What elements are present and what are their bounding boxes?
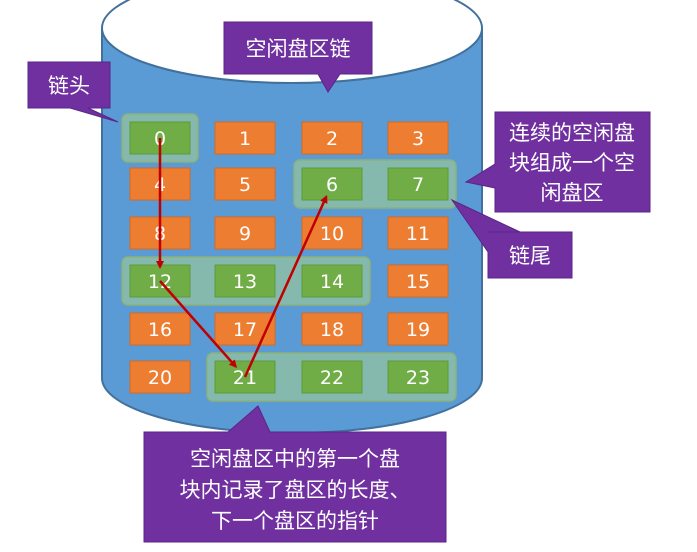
contiguous-note-line-1: 连续的空闲盘 [509, 121, 635, 145]
block-rect [301, 360, 363, 394]
tail-callout: 链尾 [450, 198, 573, 279]
free-block-13: 13 [214, 264, 276, 298]
used-block-9: 9 [214, 216, 276, 250]
used-block-16: 16 [129, 312, 191, 346]
used-block-10: 10 [301, 216, 363, 250]
block-label: 23 [406, 367, 430, 389]
block-rect [214, 216, 276, 250]
contiguous-note-shape [464, 111, 651, 213]
used-block-17: 17 [214, 312, 276, 346]
used-block-18: 18 [301, 312, 363, 346]
block-label: 7 [412, 174, 424, 196]
chain-arrow-12-to-21 [159, 280, 238, 369]
block-rect [387, 312, 449, 346]
block-rect [387, 264, 449, 298]
block-rect [214, 312, 276, 346]
block-label: 20 [148, 367, 172, 389]
block-label: 16 [148, 319, 172, 341]
block-rect [301, 264, 363, 298]
used-block-3: 3 [387, 121, 449, 155]
bottom-note-callout: 空闲盘区中的第一个盘 块内记录了盘区的长度、 下一个盘区的指针 [143, 405, 447, 543]
block-label: 11 [406, 223, 430, 245]
head-label: 链头 [48, 74, 90, 98]
chain-arrow-21-to-6 [243, 194, 328, 378]
block-label: 6 [326, 174, 338, 196]
block-label: 5 [239, 174, 251, 196]
contiguous-note-callout: 连续的空闲盘 块组成一个空 闲盘区 [464, 111, 651, 213]
block-rect [301, 312, 363, 346]
block-label: 17 [233, 319, 257, 341]
block-label: 21 [233, 367, 257, 389]
block-label: 13 [233, 271, 257, 293]
block-rect [301, 167, 363, 201]
bottom-note-shape [143, 405, 447, 543]
block-label: 1 [239, 128, 251, 150]
block-rect [129, 312, 191, 346]
used-block-11: 11 [387, 216, 449, 250]
free-block-23: 23 [387, 360, 449, 394]
block-rect [387, 360, 449, 394]
block-label: 18 [320, 319, 344, 341]
bottom-note-line-2: 块内记录了盘区的长度、 [180, 478, 411, 502]
used-block-19: 19 [387, 312, 449, 346]
block-label: 15 [406, 271, 430, 293]
used-block-15: 15 [387, 264, 449, 298]
block-label: 9 [239, 223, 251, 245]
bottom-note-line-3: 下一个盘区的指针 [211, 509, 379, 533]
free-block-7: 7 [387, 167, 449, 201]
contiguous-note-line-2: 块组成一个空 [509, 151, 635, 175]
block-rect [387, 167, 449, 201]
block-label: 19 [406, 319, 430, 341]
block-rect [301, 121, 363, 155]
block-label: 2 [326, 128, 338, 150]
block-label: 22 [320, 367, 344, 389]
block-rect [301, 216, 363, 250]
block-label: 10 [320, 223, 344, 245]
free-block-14: 14 [301, 264, 363, 298]
head-callout: 链头 [27, 61, 119, 123]
free-block-22: 22 [301, 360, 363, 394]
chain-arrows [156, 138, 328, 378]
title-callout-shape [223, 21, 373, 93]
block-label: 14 [320, 271, 344, 293]
head-callout-shape [27, 61, 119, 123]
block-rect [214, 121, 276, 155]
tail-callout-shape [450, 198, 573, 279]
used-block-1: 1 [214, 121, 276, 155]
title-text: 空闲盘区链 [246, 37, 351, 61]
block-rect [129, 360, 191, 394]
bottom-note-line-1: 空闲盘区中的第一个盘 [190, 447, 400, 471]
block-rect [387, 216, 449, 250]
title-callout: 空闲盘区链 [223, 21, 373, 93]
block-grid: 01234567891011121314151617181920212223 [129, 121, 449, 394]
used-block-20: 20 [129, 360, 191, 394]
block-rect [387, 121, 449, 155]
block-rect [214, 167, 276, 201]
contiguous-note-line-3: 闲盘区 [541, 181, 604, 205]
used-block-5: 5 [214, 167, 276, 201]
tail-label: 链尾 [509, 244, 551, 268]
block-rect [214, 264, 276, 298]
used-block-2: 2 [301, 121, 363, 155]
block-label: 3 [412, 128, 424, 150]
free-block-6: 6 [301, 167, 363, 201]
